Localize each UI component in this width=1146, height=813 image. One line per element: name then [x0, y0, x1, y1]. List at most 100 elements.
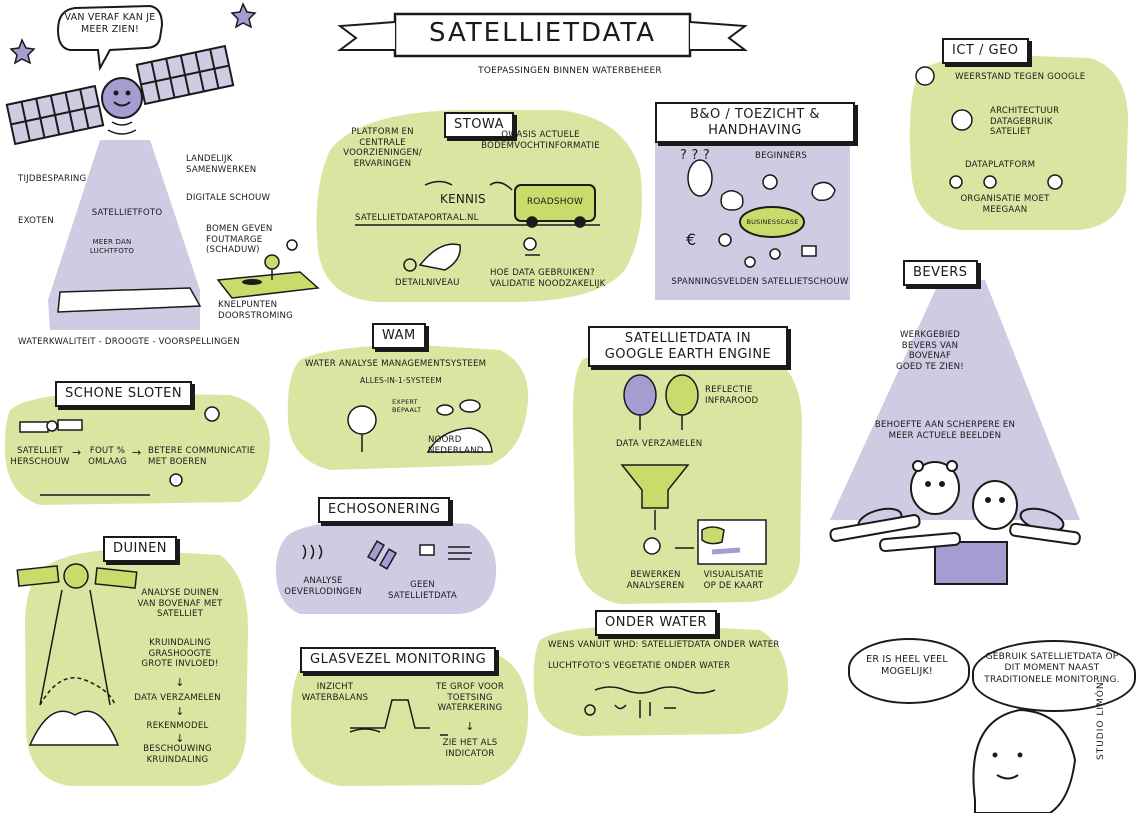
- landelijk-label: LANDELIJK SAMENWERKEN: [186, 154, 257, 175]
- wam-systeem: WATER ANALYSE MANAGEMENTSYSTEEM: [305, 359, 487, 369]
- bo-question-marks: ? ? ?: [680, 148, 710, 163]
- google-bewerken: BEWERKEN ANALYSEREN: [626, 570, 685, 591]
- meer-dan-luchtfoto-label: MEER DAN LUCHTFOTO: [89, 238, 135, 255]
- schone-sloten-arrow-1: →: [72, 446, 82, 459]
- exoten-label: EXOTEN: [18, 216, 54, 226]
- ict-dataplatform: DATAPLATFORM: [965, 160, 1036, 170]
- glasvezel-zie: ZIE HET ALS INDICATOR: [442, 738, 498, 759]
- tijdbesparing-label: TIJDBESPARING: [18, 174, 87, 184]
- star-left: [9, 38, 36, 65]
- satellite-beam: [48, 140, 200, 330]
- waterkwaliteit-label: WATERKWALITEIT - DROOGTE - VOORSPELLINGE…: [18, 337, 240, 347]
- stowa-blob: [316, 110, 643, 302]
- bomen-label: BOMEN GEVEN FOUTMARGE (SCHADUW): [206, 224, 273, 256]
- bevers-behoefte: BEHOEFTE AAN SCHERPERE EN MEER ACTUELE B…: [874, 420, 1016, 441]
- bo-euro-icon: €: [686, 230, 697, 249]
- wam-noord: NOORD NEDERLAND: [428, 435, 484, 456]
- bo-beginners: BEGINNERS: [755, 151, 808, 161]
- wam-alles: ALLES-IN-1-SYSTEEM: [360, 376, 442, 385]
- star-right: [230, 2, 257, 29]
- thought-bubble-left-text: ER IS HEEL VEEL MOGELIJK!: [866, 654, 948, 677]
- satellietfoto-label: SATELLIETFOTO: [91, 208, 163, 218]
- wam-expert: EXPERT BEPAALT: [392, 398, 422, 415]
- tree-field: [216, 271, 320, 299]
- google-heading: SATELLIETDATA IN GOOGLE EARTH ENGINE: [588, 326, 788, 368]
- glasvezel-inzicht: INZICHT WATERBALANS: [301, 682, 369, 703]
- glasvezel-blob: [291, 650, 529, 786]
- echosonering-drawings: [302, 540, 472, 570]
- schone-sloten-betere: BETERE COMMUNICATIE MET BOEREN: [148, 446, 256, 467]
- onder-water-drawings: [584, 686, 716, 718]
- duinen-arrow-3: ↓: [175, 732, 185, 745]
- duinen-kruindaling: KRUINDALING GRASHOOGTE GROTE INVLOED!: [141, 638, 219, 670]
- thought-bubble-right-text: GEBRUIK SATELLIETDATA OP DIT MOMENT NAAS…: [984, 652, 1120, 685]
- glasvezel-drawings: [349, 699, 448, 736]
- satellite-drawing: [5, 44, 235, 146]
- bevers-stump: [934, 541, 1008, 585]
- bo-drawings: [687, 159, 836, 268]
- ict-blob: [909, 55, 1128, 230]
- thought-bubble-right: [972, 640, 1136, 712]
- bo-heading: B&O / TOEZICHT & HANDHAVING: [655, 102, 855, 144]
- echosonering-geen: GEEN SATELLIETDATA: [387, 580, 458, 601]
- bevers-heading: BEVERS: [903, 260, 978, 286]
- schone-sloten-heading: SCHONE SLOTEN: [55, 381, 193, 407]
- thinker-drawing: [972, 708, 1077, 813]
- stowa-hoe: HOE DATA GEBRUIKEN? VALIDATIE NOODZAKELI…: [490, 268, 606, 289]
- bo-spanningsvelden: SPANNINGSVELDEN SATELLIETSCHOUW: [671, 277, 849, 287]
- bevers-beam: [830, 280, 1080, 520]
- wam-drawings: [347, 399, 493, 453]
- knelpunten-label: KNELPUNTEN DOORSTROMING: [218, 300, 293, 321]
- stowa-platform: PLATFORM EN CENTRALE VOORZIENINGEN/ ERVA…: [343, 127, 422, 170]
- duinen-arrow-2: ↓: [175, 705, 185, 718]
- satellite-photo: [57, 287, 202, 313]
- ict-weerstand: WEERSTAND TEGEN GOOGLE: [955, 72, 1086, 82]
- onder-water-blob: [533, 625, 789, 736]
- ict-drawings: [915, 66, 1063, 190]
- bevers-werkgebied: WERKGEBIED BEVERS VAN BOVENAF GOED TE ZI…: [896, 330, 964, 373]
- google-verzamelen: DATA VERZAMELEN: [616, 439, 703, 449]
- duinen-verzamelen: DATA VERZAMELEN: [134, 693, 221, 703]
- ict-heading: ICT / GEO: [942, 38, 1029, 64]
- echosonering-analyse: ANALYSE OEVERLODINGEN: [284, 576, 362, 597]
- duinen-heading: DUINEN: [103, 536, 178, 562]
- beaver-drawings: [829, 460, 1081, 553]
- duinen-arrow-1: ↓: [175, 676, 185, 689]
- onder-water-wens: WENS VANUIT WHD: SATELLIETDATA ONDER WAT…: [548, 640, 780, 650]
- google-drawings: [620, 374, 767, 565]
- thought-bubble-left: [848, 638, 970, 704]
- satellite-speech-bubble: [56, 4, 164, 72]
- echosonering-heading: ECHOSONERING: [318, 497, 451, 523]
- glasvezel-heading: GLASVEZEL MONITORING: [300, 647, 497, 673]
- schone-sloten-fout: FOUT % OMLAAG: [88, 446, 127, 467]
- page-title: SATELLIETDATA: [429, 18, 656, 48]
- satellite-speech-text: VAN VERAF KAN JE MEER ZIEN!: [64, 12, 156, 35]
- stowa-heading: STOWA: [444, 112, 514, 138]
- stowa-owasis: OWASIS ACTUELE BODEMVOCHTINFORMATIE: [481, 130, 600, 151]
- stowa-kennis: KENNIS: [440, 192, 486, 206]
- schone-sloten-satelliet: SATELLIET HERSCHOUW: [10, 446, 70, 467]
- stowa-detailniveau: DETAILNIVEAU: [395, 278, 460, 288]
- stowa-roadshow: ROADSHOW: [526, 197, 584, 207]
- glasvezel-arrow: ↓: [465, 720, 475, 733]
- google-visualisatie: VISUALISATIE OP DE KAART: [703, 570, 764, 591]
- studio-credit: STUDIO LIMÓN: [1096, 681, 1106, 760]
- onder-water-heading: ONDER WATER: [595, 610, 718, 636]
- digitale-schouw-label: DIGITALE SCHOUW: [186, 193, 271, 203]
- wam-heading: WAM: [372, 323, 426, 349]
- ict-architectuur: ARCHITECTUUR DATAGEBRUIK SATELIET: [990, 106, 1060, 138]
- page-subtitle: TOEPASSINGEN BINNEN WATERBEHEER: [478, 66, 662, 76]
- duinen-beschouwing: BESCHOUWING KRUINDALING: [143, 744, 212, 765]
- google-reflectie: REFLECTIE INFRAROOD: [705, 385, 759, 406]
- schone-sloten-arrow-2: →: [132, 446, 142, 459]
- stowa-drawings: [355, 180, 600, 272]
- schone-sloten-drawings: [19, 406, 220, 496]
- bo-businesscase: BUSINESSCASE: [746, 218, 799, 226]
- onder-water-luchtfoto: LUCHTFOTO'S VEGETATIE ONDER WATER: [548, 661, 731, 671]
- stowa-portaal: SATELLIETDATAPORTAAL.NL: [355, 213, 479, 223]
- duinen-analyse: ANALYSE DUINEN VAN BOVENAF MET SATELLIET: [137, 588, 223, 620]
- ict-organisatie: ORGANISATIE MOET MEEGAAN: [960, 194, 1050, 215]
- glasvezel-grof: TE GROF VOOR TOETSING WATERKERING: [435, 682, 505, 714]
